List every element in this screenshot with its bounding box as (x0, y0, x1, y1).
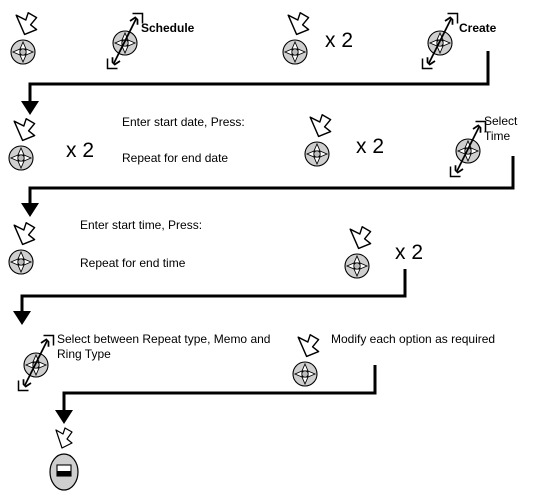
navigation-key-up-down-icon (17, 334, 55, 392)
navigation-key-up-down-icon (106, 12, 144, 70)
enter-start-time-label: Enter start time, Press: (80, 218, 203, 232)
schedule-label: Schedule (141, 21, 195, 35)
repeat-end-date-label: Repeat for end date (122, 151, 229, 165)
repeat-count: x 2 (325, 29, 354, 52)
navigation-key-center-press-icon (282, 12, 310, 65)
repeat-count: x 2 (66, 139, 95, 162)
softkey-press-icon (49, 427, 79, 491)
create-label: Create (459, 21, 497, 35)
navigation-key-up-down-icon (421, 12, 459, 70)
repeat-count: x 2 (356, 135, 385, 158)
select-options-label: Select between Repeat type, Memo and Rin… (57, 332, 271, 361)
repeat-end-time-label: Repeat for end time (80, 256, 186, 270)
navigation-key-center-press-icon (344, 226, 372, 279)
navigation-key-center-press-icon (10, 12, 38, 65)
navigation-key-center-press-icon (292, 334, 320, 387)
select-time-label: Select Time (484, 114, 518, 143)
navigation-key-center-press-icon (8, 118, 36, 171)
modify-options-label: Modify each option as required (331, 332, 496, 346)
repeat-count: x 2 (395, 241, 424, 264)
navigation-key-center-press-icon (304, 114, 332, 167)
navigation-key-center-press-icon (8, 222, 36, 275)
enter-start-date-label: Enter start date, Press: (122, 115, 245, 129)
